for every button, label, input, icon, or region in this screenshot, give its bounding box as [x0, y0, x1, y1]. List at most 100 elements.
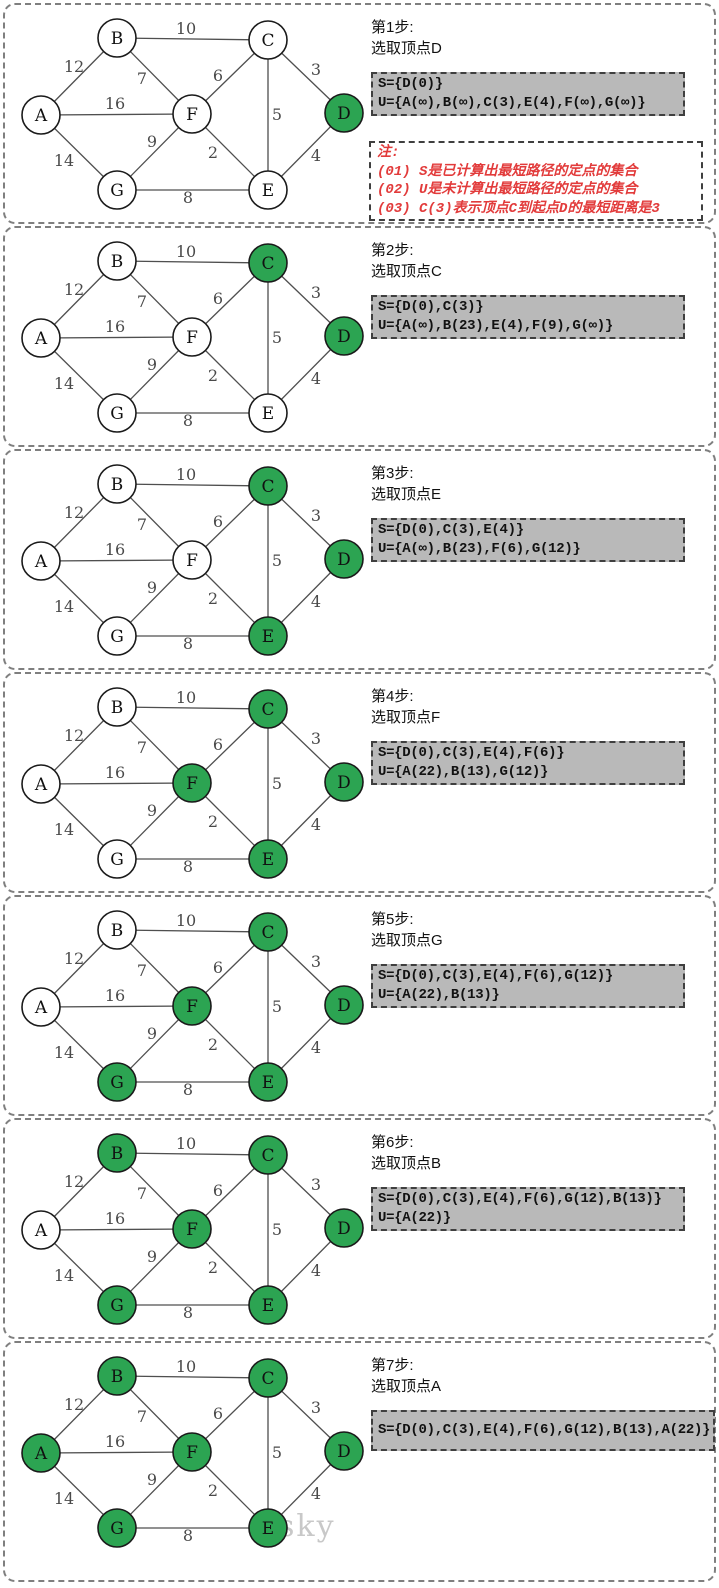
edge-weight-D-E: 4 — [311, 369, 321, 388]
edge-weight-B-F: 7 — [137, 292, 147, 311]
edge-weight-B-C: 10 — [176, 688, 196, 707]
set-box: S={D(0),C(3),E(4),F(6),G(12),B(13),A(22)… — [371, 1410, 715, 1451]
edge-weight-F-G: 9 — [147, 801, 157, 820]
edge-weight-C-F: 6 — [213, 1404, 223, 1423]
edge-weight-G-E: 8 — [183, 1303, 193, 1322]
graph-node-A — [21, 1210, 61, 1250]
edge-weight-A-F: 16 — [105, 317, 125, 336]
panel-info: 第2步: 选取顶点C S={D(0),C(3)} U={A(∞),B(23),E… — [367, 228, 719, 339]
edge-weight-G-E: 8 — [183, 411, 193, 430]
graph-node-label-C: C — [261, 700, 274, 720]
edge-weight-F-G: 9 — [147, 1247, 157, 1266]
graph-edge-A-F — [40, 1451, 193, 1454]
edge-weight-F-G: 9 — [147, 132, 157, 151]
u-set-text: U={A(∞),B(23),F(6),G(12)} — [378, 541, 581, 557]
edge-weight-A-B: 12 — [64, 949, 84, 968]
note-box: 注: (01) S是已计算出最短路径的定点的集合 (02) U是未计算出最短路径… — [369, 141, 703, 221]
graph-node-F — [172, 1432, 212, 1472]
step-number-label: 第7步: — [371, 1357, 414, 1374]
edge-weight-F-E: 2 — [208, 812, 218, 831]
step-vertex-label: 选取顶点G — [371, 932, 443, 949]
graph-node-label-G: G — [110, 1073, 124, 1093]
edge-weight-G-E: 8 — [183, 634, 193, 653]
graph-edge-A-F — [40, 336, 193, 339]
edge-weight-A-F: 16 — [105, 1209, 125, 1228]
graph-node-D — [324, 985, 364, 1025]
edge-weight-C-D: 3 — [311, 729, 321, 748]
set-box: S={D(0),C(3),E(4),F(6),G(12),B(13)} U={A… — [371, 1187, 685, 1231]
graph-edge-B-C — [116, 706, 269, 710]
step-number-label: 第5步: — [371, 911, 414, 928]
edge-weight-F-E: 2 — [208, 1481, 218, 1500]
step-vertex-label: 选取顶点F — [371, 709, 441, 726]
edge-weight-A-B: 12 — [64, 1172, 84, 1191]
edge-weight-A-B: 12 — [64, 280, 84, 299]
graph-node-A — [21, 764, 61, 804]
u-set-text: U={A(∞),B(∞),C(3),E(4),F(∞),G(∞)} — [378, 95, 646, 111]
edge-weight-C-D: 3 — [311, 1398, 321, 1417]
edge-weight-B-C: 10 — [176, 1134, 196, 1153]
step-vertex-label: 选取顶点D — [371, 40, 442, 57]
edge-weight-D-E: 4 — [311, 815, 321, 834]
graph-node-G — [97, 1285, 137, 1325]
step-number-label: 第1步: — [371, 19, 414, 36]
graph-node-label-A: A — [34, 552, 48, 572]
set-box: S={D(0),C(3)} U={A(∞),B(23),E(4),F(9),G(… — [371, 295, 685, 339]
edge-weight-C-E: 5 — [272, 1220, 282, 1239]
edge-weight-A-F: 16 — [105, 1432, 125, 1451]
graph-edge-B-C — [116, 1375, 269, 1379]
panel-info: 第5步: 选取顶点G S={D(0),C(3),E(4),F(6),G(12)}… — [367, 897, 719, 1008]
edge-weight-C-D: 3 — [311, 1175, 321, 1194]
graph-node-label-C: C — [261, 254, 274, 274]
graph-node-E — [248, 170, 288, 210]
edge-weight-G-E: 8 — [183, 188, 193, 207]
graph-node-label-C: C — [261, 923, 274, 943]
graph-node-label-D: D — [337, 1442, 351, 1462]
note-line-1: (01) S是已计算出最短路径的定点的集合 — [377, 163, 638, 180]
edge-weight-A-G: 14 — [54, 1266, 74, 1285]
edge-weight-A-G: 14 — [54, 151, 74, 170]
graph-node-label-B: B — [111, 29, 124, 49]
graph-node-label-A: A — [34, 1221, 48, 1241]
edge-weight-C-E: 5 — [272, 105, 282, 124]
graph-node-label-E: E — [262, 404, 274, 424]
edge-weight-B-C: 10 — [176, 911, 196, 930]
set-box: S={D(0)} U={A(∞),B(∞),C(3),E(4),F(∞),G(∞… — [371, 72, 685, 116]
u-set-text: U={A(22)} — [378, 1210, 451, 1226]
graph-edge-B-C — [116, 260, 269, 264]
s-set-text: S={D(0),C(3),E(4)} — [378, 522, 524, 538]
s-set-text: S={D(0),C(3),E(4),F(6),G(12)} — [378, 968, 613, 984]
graph-node-B — [97, 464, 137, 504]
edge-weight-C-F: 6 — [213, 735, 223, 754]
graph-edge-B-C — [116, 37, 269, 41]
graph-node-label-F: F — [186, 1443, 198, 1463]
edge-weight-D-E: 4 — [311, 1038, 321, 1057]
step-number-label: 第2步: — [371, 242, 414, 259]
set-box: S={D(0),C(3),E(4),F(6),G(12)} U={A(22),B… — [371, 964, 685, 1008]
graph-node-label-E: E — [262, 181, 274, 201]
graph-node-label-B: B — [111, 252, 124, 272]
graph-node-label-B: B — [111, 921, 124, 941]
graph-node-B — [97, 18, 137, 58]
graph-node-label-B: B — [111, 698, 124, 718]
graph-edge-A-F — [40, 559, 193, 562]
u-set-text: U={A(22),B(13),G(12)} — [378, 764, 549, 780]
step-vertex-label: 选取顶点E — [371, 486, 442, 503]
panel-info: 第7步: 选取顶点A S={D(0),C(3),E(4),F(6),G(12),… — [367, 1343, 719, 1451]
s-set-text: S={D(0),C(3)} — [378, 299, 484, 315]
graph-node-label-A: A — [34, 329, 48, 349]
graph-node-D — [324, 762, 364, 802]
edge-weight-B-F: 7 — [137, 1184, 147, 1203]
edge-weight-A-G: 14 — [54, 597, 74, 616]
graph-node-label-G: G — [110, 1519, 124, 1539]
edge-weight-B-C: 10 — [176, 242, 196, 261]
edge-weight-A-B: 12 — [64, 503, 84, 522]
graph-node-C — [248, 243, 288, 283]
graph-node-F — [172, 763, 212, 803]
